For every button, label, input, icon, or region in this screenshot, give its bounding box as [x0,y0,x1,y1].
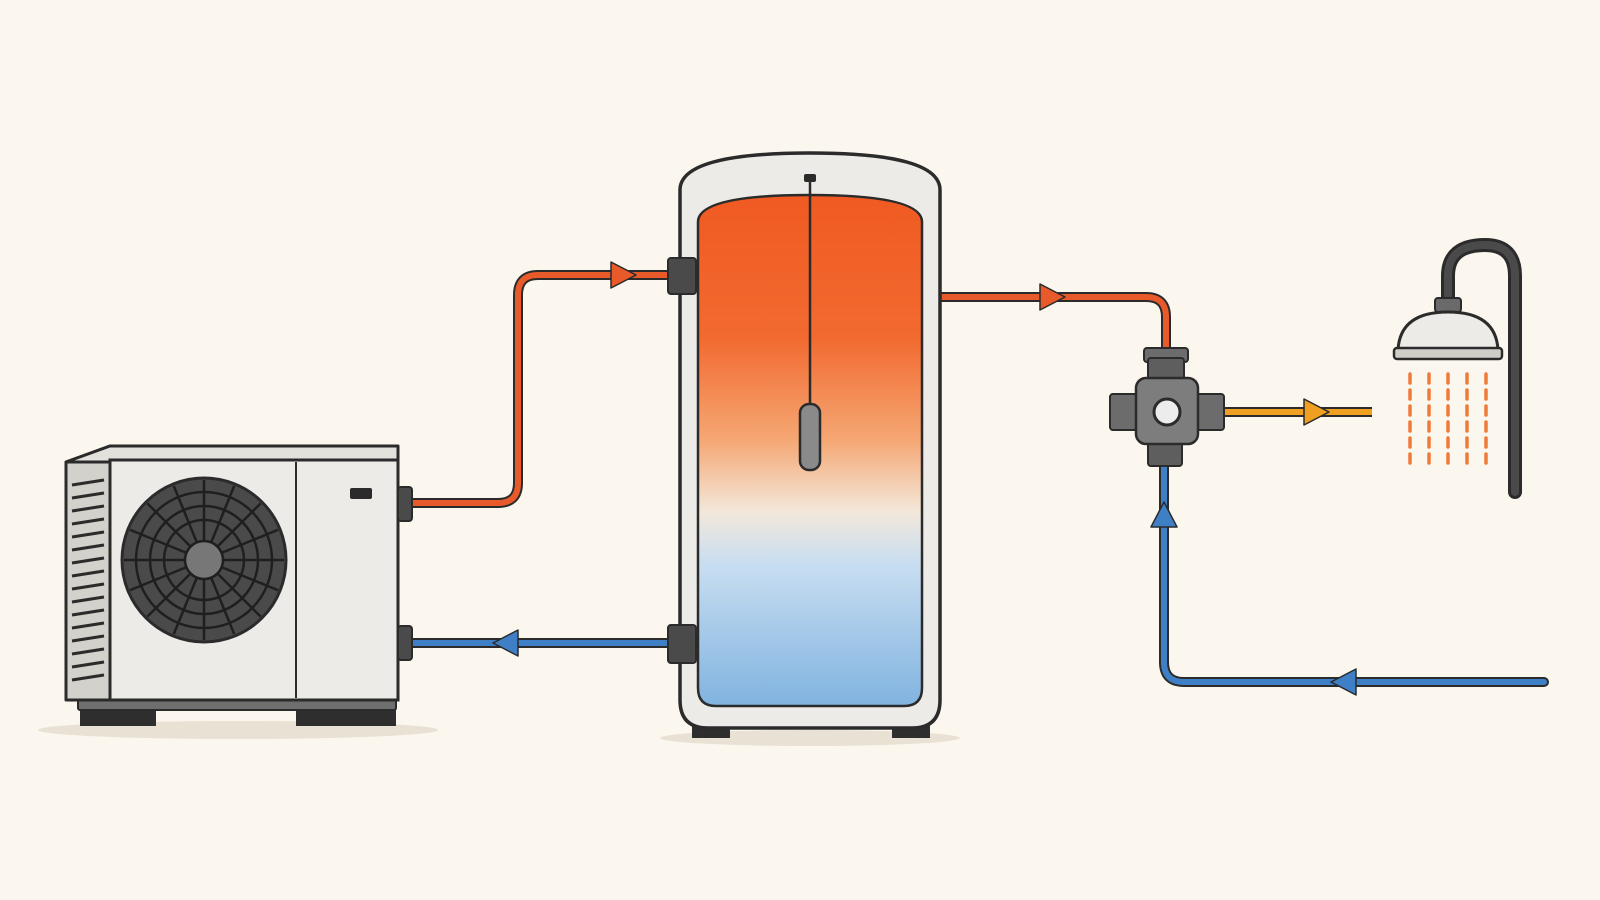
shower-head-icon [1392,237,1522,499]
heat-pump-side-grille [71,478,105,682]
cylinder-flow-port [667,257,697,295]
shower-head [1396,310,1500,352]
temperature-sensor-icon [798,174,822,472]
mixed-water-pipe [1218,398,1372,426]
shower-connector [1434,297,1462,313]
cylinder-return-port [667,624,697,664]
flow-arrow-icon [1303,398,1330,426]
shower-riser-pipe [1444,240,1519,496]
air-source-heat-pump-icon [64,444,413,726]
heat-pump-return-port [397,625,413,661]
fan-icon [120,476,288,644]
hot-water-cylinder-icon [667,151,942,738]
heat-pump-return-pipe [397,629,677,657]
shower-face-plate [1392,346,1504,361]
valve-left-port [1109,393,1139,431]
heat-pump-flow-port [397,486,413,522]
heat-pump-flow-pipe [397,261,677,508]
thermostatic-mixing-valve-icon [1109,347,1225,467]
water-spray [1408,372,1488,472]
flow-arrow-icon [1039,283,1066,311]
return-arrow-icon [492,629,519,657]
cylinder-shadow [660,730,960,746]
return-arrow-icon [1330,668,1357,696]
cold-water-supply-pipe [1150,455,1549,696]
shower-riser-pipe [1441,237,1522,499]
flow-arrow-icon [610,261,637,289]
fan-hub [183,539,225,581]
hot-water-outlet-pipe [935,283,1171,353]
valve-right-port [1195,393,1225,431]
flow-arrow-icon [1150,501,1178,528]
heat-pump-display [350,488,372,499]
valve-center [1152,397,1182,427]
